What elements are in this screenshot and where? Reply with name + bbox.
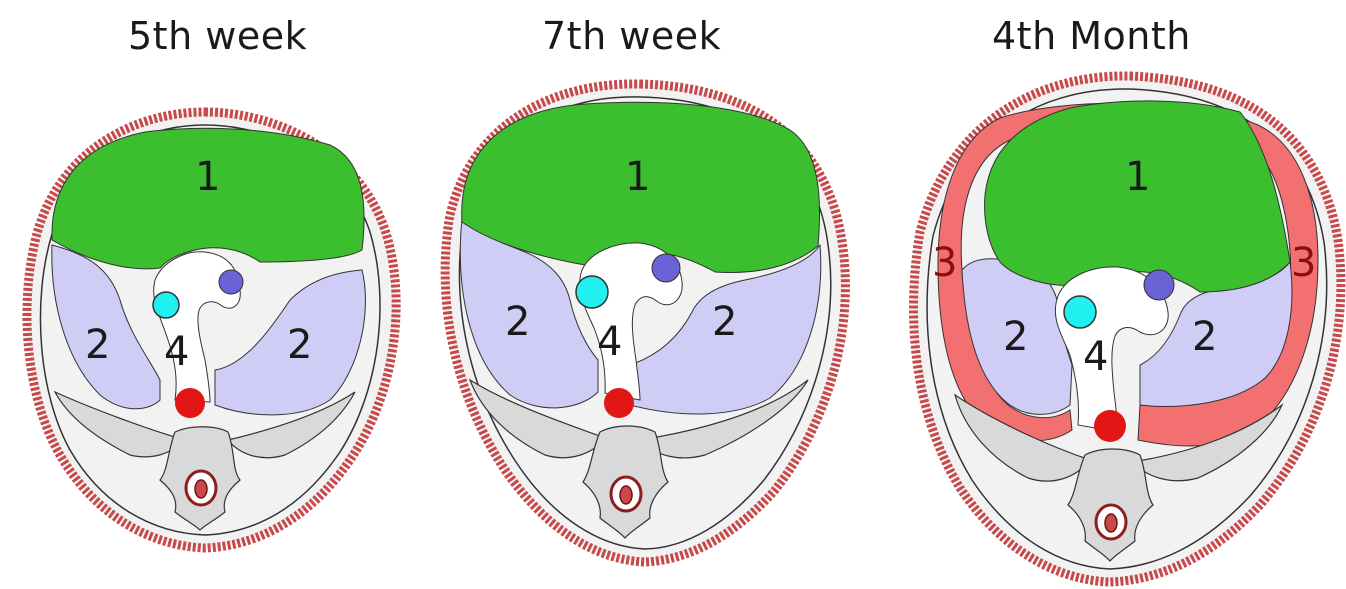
label-3-left: 3 (932, 240, 957, 286)
spinal-canal (620, 486, 632, 504)
label-2-right: 2 (712, 299, 737, 345)
circle-cyan (1064, 296, 1096, 328)
label-4: 4 (164, 329, 189, 375)
panel-4th-month: 1 2 2 4 3 3 (913, 76, 1340, 582)
circle-red (1094, 410, 1126, 442)
circle-red (604, 388, 634, 418)
panel-5th-week: 1 2 2 4 (27, 112, 396, 548)
circle-red (175, 388, 205, 418)
label-2-right: 2 (287, 322, 312, 368)
label-4: 4 (597, 319, 622, 365)
panel-7th-week: 1 2 2 4 (445, 84, 845, 562)
label-2-left: 2 (505, 299, 530, 345)
label-1: 1 (1125, 154, 1150, 200)
spinal-canal (1105, 514, 1117, 532)
circle-blue (652, 254, 680, 282)
circle-cyan (576, 276, 608, 308)
label-4: 4 (1083, 334, 1108, 380)
circle-cyan (153, 292, 179, 318)
label-2-left: 2 (85, 322, 110, 368)
label-1: 1 (625, 154, 650, 200)
circle-blue (219, 270, 243, 294)
circle-blue (1144, 270, 1174, 300)
label-1: 1 (195, 154, 220, 200)
label-3-right: 3 (1291, 240, 1316, 286)
label-2-right: 2 (1192, 314, 1217, 360)
spinal-canal (195, 480, 207, 498)
label-2-left: 2 (1003, 314, 1028, 360)
